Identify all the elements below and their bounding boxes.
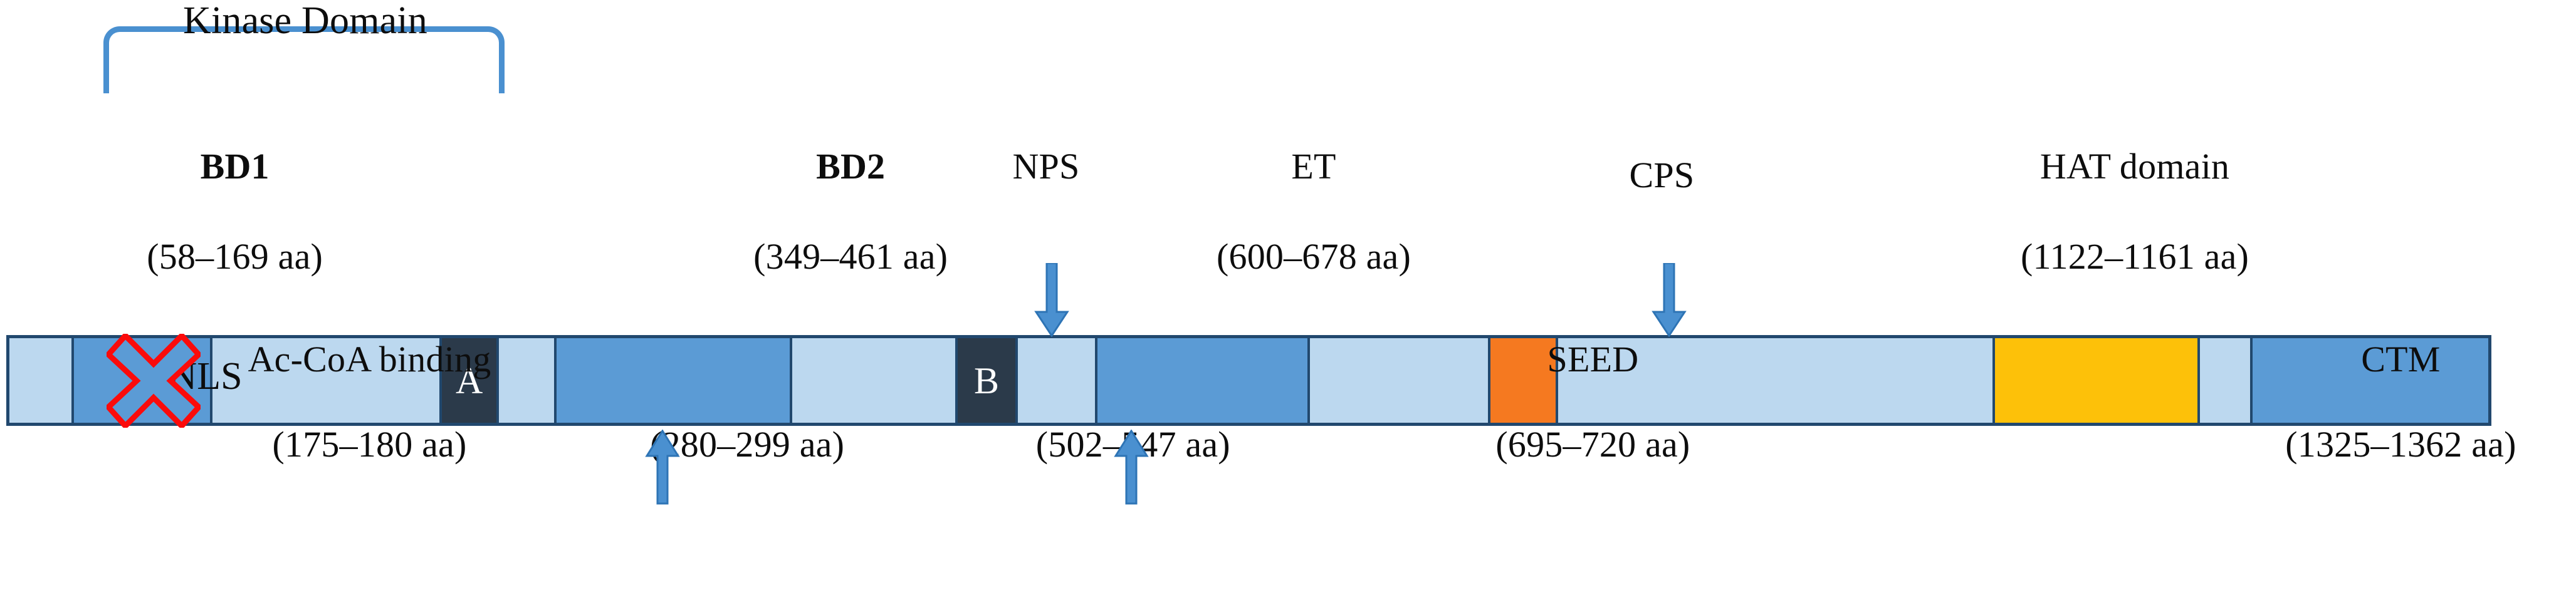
bottom-label-range-ac-coa-binding: (175–180 aa) bbox=[272, 424, 467, 465]
kinase-domain-bracket bbox=[103, 26, 505, 93]
bar-segment-seed-domain bbox=[1490, 338, 1559, 423]
bar-segment-hat-domain bbox=[1995, 338, 2200, 423]
bar-segment-text: B bbox=[973, 359, 999, 401]
bar-segment-bd2-domain bbox=[557, 338, 793, 423]
bar-segment-text: A bbox=[455, 359, 483, 401]
bar-segment-post-hat-light bbox=[2199, 338, 2253, 423]
a-box-arrow-up bbox=[643, 429, 682, 508]
bar-segment-ctm-domain bbox=[2252, 338, 2488, 423]
bottom-label-range-a-box-range: (280–299 aa) bbox=[650, 424, 845, 465]
top-label-range-bd1: (58–169 aa) bbox=[147, 236, 323, 277]
bar-segment-nps-light bbox=[792, 338, 958, 423]
bottom-label-title-seed: SEED bbox=[1547, 339, 1639, 380]
bar-segment-a-box: A bbox=[441, 338, 500, 423]
bar-segment-cps-light bbox=[1558, 338, 1996, 423]
ac-coa-x-marker bbox=[104, 331, 203, 431]
top-label-title-et: ET bbox=[1291, 146, 1336, 187]
bottom-label-title-ctm: CTM bbox=[2361, 339, 2441, 380]
top-label-range-hat: (1122–1161 aa) bbox=[2020, 236, 2249, 277]
arrow-up-icon bbox=[645, 429, 680, 505]
arrow-up-icon bbox=[1114, 429, 1149, 505]
top-label-title-nps: NPS bbox=[1012, 146, 1080, 187]
bottom-label-range-seed: (695–720 aa) bbox=[1495, 424, 1690, 465]
bottom-label-range-ctm: (1325–1362 aa) bbox=[2285, 424, 2516, 465]
bar-segment-n-terminal-light bbox=[9, 338, 74, 423]
bottom-label-title-ac-coa-binding: Ac-CoA binding bbox=[248, 339, 491, 380]
top-label-title-bd2: BD2 bbox=[816, 146, 886, 187]
nps-arrow-down bbox=[1032, 262, 1071, 340]
b-box-arrow-up bbox=[1112, 429, 1151, 508]
bar-segment-linker-light-1 bbox=[499, 338, 557, 423]
bar-segment-b-box: B bbox=[957, 338, 1018, 423]
arrow-down-icon bbox=[1034, 262, 1069, 338]
top-label-title-bd1: BD1 bbox=[200, 146, 270, 187]
arrow-down-icon bbox=[1652, 262, 1687, 338]
top-label-range-et: (600–678 aa) bbox=[1216, 236, 1411, 277]
bar-segment-linker-light-2 bbox=[1018, 338, 1097, 423]
kinase-domain-label: Kinase Domain bbox=[182, 0, 428, 42]
cps-arrow-down bbox=[1650, 262, 1689, 340]
top-label-title-hat: HAT domain bbox=[2039, 146, 2230, 187]
bar-segment-et-domain bbox=[1097, 338, 1310, 423]
top-label-title-cps: CPS bbox=[1629, 155, 1695, 195]
bar-segment-ac-coa-light bbox=[212, 338, 442, 423]
top-label-range-bd2: (349–461 aa) bbox=[753, 236, 948, 277]
x-cross-icon bbox=[104, 331, 203, 430]
bar-segment-pre-seed-light bbox=[1309, 338, 1491, 423]
